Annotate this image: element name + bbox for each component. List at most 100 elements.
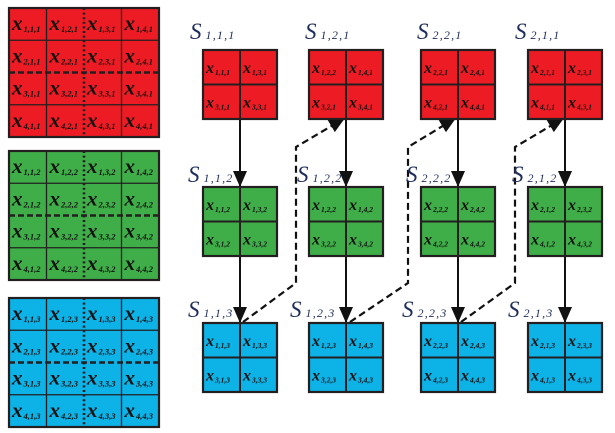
sub-block-cell-label: x1,1,3	[205, 333, 230, 350]
cell-subscript: 2,4,3	[135, 346, 154, 356]
variable-symbol: x	[124, 251, 136, 275]
cell-subscript: 2,1,3	[23, 346, 42, 356]
cell-subscript: 1,4,2	[358, 205, 373, 214]
cell-subscript: 3,1,3	[23, 379, 42, 389]
cell-subscript: 3,3,3	[251, 376, 267, 385]
sub-block-cell-label: x4,1,1	[530, 95, 555, 112]
cell-subscript: 1,1,2	[215, 205, 230, 214]
block-symbol: S	[305, 19, 317, 44]
variable-symbol: x	[49, 108, 61, 132]
block-symbol: S	[290, 297, 302, 322]
variable-symbol: x	[86, 43, 98, 67]
cell-subscript: 1,2,1	[61, 24, 78, 34]
block-symbol: S	[406, 162, 418, 187]
variable-symbol: x	[311, 368, 320, 385]
sub-block-cell-label: x4,2,3	[423, 368, 448, 385]
variable-symbol: x	[423, 197, 432, 214]
sub-block-cell-label: x3,4,3	[348, 368, 373, 385]
cell-subscript: 4,2,2	[432, 240, 448, 249]
grid-cell-label: x3,4,2	[124, 219, 154, 243]
cell-subscript: 2,1,2	[539, 205, 555, 214]
cell-subscript: 1,1,2	[24, 167, 42, 177]
cell-subscript: 1,4,3	[136, 314, 154, 324]
cell-subscript: 3,2,1	[320, 103, 336, 112]
grid-cell-label: x3,1,2	[11, 219, 41, 243]
variable-symbol: x	[460, 368, 469, 385]
cell-subscript: 2,2,2	[60, 199, 79, 209]
variable-symbol: x	[11, 219, 23, 243]
variable-symbol: x	[242, 333, 251, 350]
variable-symbol: x	[49, 366, 61, 390]
block-symbol: S	[402, 297, 414, 322]
variable-symbol: x	[124, 301, 136, 325]
grid-cell-label: x4,3,2	[86, 251, 116, 275]
block-subscript: 1,1,2	[204, 171, 234, 185]
block-subscript: 2,1,2	[528, 171, 558, 185]
cell-subscript: 2,2,1	[432, 68, 448, 77]
grid-cell-label: x2,2,1	[49, 43, 79, 67]
grid-cell-label: x4,4,3	[124, 398, 154, 422]
grid-cell-label: x1,4,1	[124, 11, 154, 35]
variable-symbol: x	[567, 368, 576, 385]
block-subscript: 1,2,3	[306, 306, 336, 320]
cell-subscript: 3,4,1	[135, 89, 153, 99]
sub-block-cell-label: x2,4,3	[460, 333, 485, 350]
grid-cell-label: x2,4,1	[124, 43, 154, 67]
cell-subscript: 2,3,1	[576, 68, 592, 77]
variable-symbol: x	[423, 333, 432, 350]
variable-symbol: x	[49, 76, 61, 100]
grid-cell-label: x2,1,1	[11, 43, 41, 67]
cell-subscript: 1,3,1	[252, 68, 267, 77]
cell-subscript: 1,3,3	[99, 314, 117, 324]
sub-block-cell-label: x2,4,2	[460, 197, 485, 214]
variable-symbol: x	[530, 95, 539, 112]
cell-subscript: 2,4,1	[469, 68, 485, 77]
sub-block-cell-label: x1,1,1	[205, 60, 230, 77]
variable-symbol: x	[311, 333, 320, 350]
cell-subscript: 3,2,2	[60, 232, 79, 242]
grid-cell-label: x1,4,3	[124, 301, 154, 325]
variable-symbol: x	[205, 60, 214, 77]
variable-symbol: x	[11, 76, 23, 100]
cell-subscript: 2,1,1	[23, 56, 41, 66]
grid-cell-label: x4,1,1	[11, 108, 41, 132]
cell-subscript: 2,1,1	[539, 68, 555, 77]
cell-subscript: 3,1,3	[214, 376, 230, 385]
block-symbol: S	[297, 162, 309, 187]
cell-subscript: 3,3,1	[98, 89, 116, 99]
grid-cell-label: x3,1,1	[11, 76, 41, 100]
cell-subscript: 1,1,3	[24, 314, 42, 324]
sub-block-cell-label: x2,3,1	[567, 60, 592, 77]
grid-cell-label: x4,3,3	[86, 398, 116, 422]
cell-subscript: 2,4,1	[135, 56, 153, 66]
sub-block-cell-label: x2,1,3	[530, 333, 555, 350]
cell-subscript: 2,3,2	[98, 199, 117, 209]
block-subscript: 1,2,1	[321, 28, 351, 42]
grid-cell-label: x2,1,3	[11, 333, 41, 357]
sub-block-cell-label: x1,4,1	[348, 60, 373, 77]
cell-subscript: 3,3,1	[251, 103, 267, 112]
cell-subscript: 4,4,3	[469, 376, 485, 385]
cell-subscript: 4,4,2	[469, 240, 485, 249]
sub-block-cell-label: x4,4,2	[460, 232, 485, 249]
cell-subscript: 3,3,2	[251, 240, 267, 249]
grid-cell-label: x1,1,2	[11, 154, 41, 178]
cell-subscript: 2,2,3	[432, 341, 448, 350]
variable-symbol: x	[49, 186, 61, 210]
cell-subscript: 3,2,1	[60, 89, 78, 99]
cell-subscript: 4,3,2	[576, 240, 592, 249]
cell-subscript: 4,1,3	[23, 411, 42, 421]
cell-subscript: 3,4,3	[357, 376, 373, 385]
block-subscript: 2,2,1	[433, 28, 463, 42]
cell-subscript: 4,2,2	[60, 264, 79, 274]
